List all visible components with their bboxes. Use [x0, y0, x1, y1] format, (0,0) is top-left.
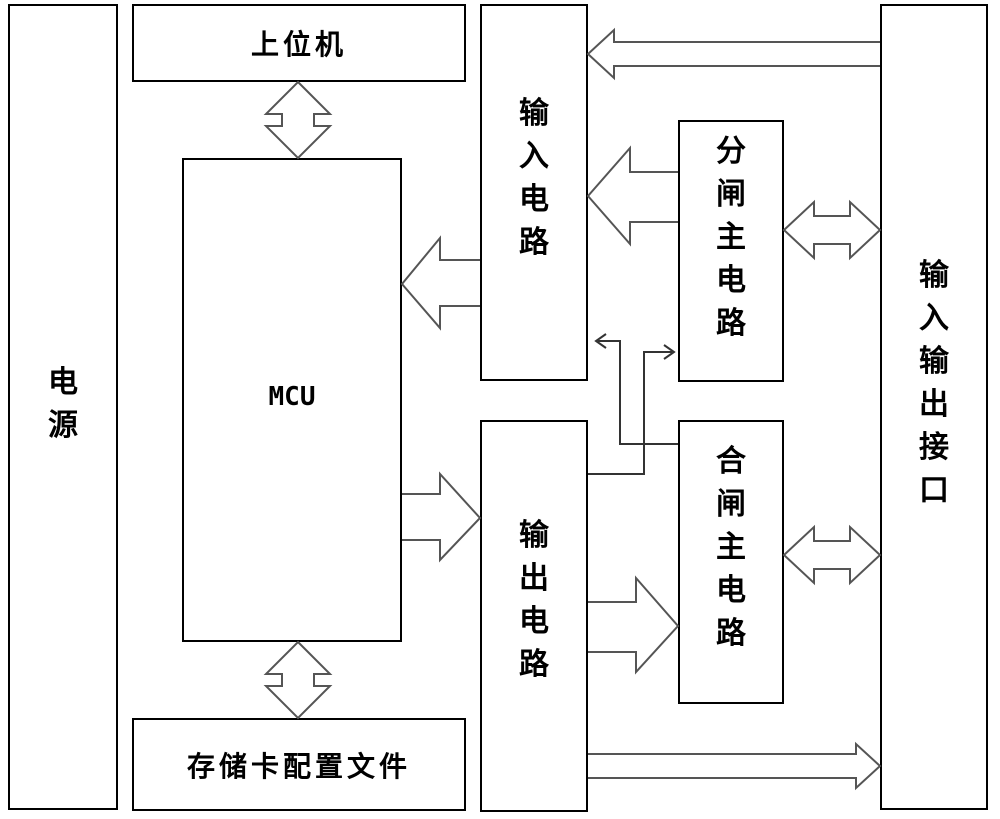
- close-main-circuit-block: 合 闸 主 电 路: [678, 420, 784, 704]
- input-circuit-block: 输 入 电 路: [480, 4, 588, 381]
- io-interface-block: 输 入 输 出 接 口: [880, 4, 988, 810]
- output-to-open-arrowhead: [663, 344, 676, 360]
- mcu-to-output-arrow: [402, 471, 482, 563]
- io-to-input-arrow: [586, 27, 880, 81]
- output-circuit-label: 输 出 电 路: [519, 518, 549, 682]
- output-to-io-arrow: [588, 741, 882, 791]
- power-block: 电 源: [8, 4, 118, 810]
- power-label: 电 源: [48, 365, 78, 443]
- input-circuit-label: 输 入 电 路: [519, 96, 549, 260]
- close-io-double-arrow: [782, 524, 882, 586]
- host-mcu-double-arrow: [263, 80, 333, 160]
- mcu-block: MCU: [182, 158, 402, 642]
- open-main-circuit-block: 分 闸 主 电 路: [678, 120, 784, 382]
- close-main-circuit-label: 合 闸 主 电 路: [716, 444, 746, 651]
- mcu-storage-double-arrow: [263, 640, 333, 720]
- open-io-double-arrow: [782, 199, 882, 261]
- open-to-input-arrow: [586, 145, 678, 247]
- host-pc-block: 上位机: [132, 4, 466, 82]
- output-to-open-signal-line: [588, 351, 672, 475]
- close-to-input-arrowhead: [594, 333, 607, 349]
- host-pc-label: 上位机: [250, 28, 347, 61]
- storage-config-block: 存储卡配置文件: [132, 718, 466, 811]
- output-circuit-block: 输 出 电 路: [480, 420, 588, 812]
- io-interface-label: 输 入 输 出 接 口: [919, 258, 949, 508]
- mcu-label: MCU: [268, 382, 316, 412]
- input-to-mcu-arrow: [400, 235, 480, 331]
- storage-config-label: 存储卡配置文件: [186, 749, 411, 783]
- output-to-close-arrow: [588, 575, 680, 675]
- close-to-input-feedback-line: [598, 340, 678, 445]
- open-main-circuit-label: 分 闸 主 电 路: [716, 134, 746, 341]
